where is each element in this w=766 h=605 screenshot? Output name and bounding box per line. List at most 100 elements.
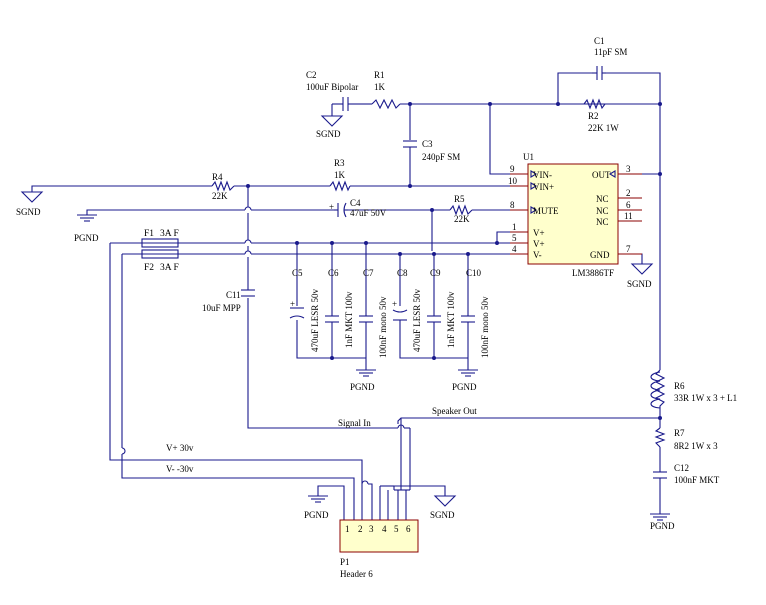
r1-ref: R1 (374, 70, 385, 80)
capacitor-c4 (334, 202, 348, 218)
c5-ref: C5 (292, 268, 303, 278)
u1-pin-vp1-name: V+ (533, 228, 545, 238)
resistor-r2 (583, 98, 606, 110)
c8-ref: C8 (397, 268, 408, 278)
header-pin-4: 4 (382, 524, 387, 534)
vminus-label: V- -30v (166, 464, 194, 474)
c11-value: 10uF MPP (202, 303, 241, 313)
sgnd-label-c2: SGND (316, 129, 341, 139)
u1-pin-vp1-num: 1 (512, 222, 517, 232)
f2-ref: F2 (144, 263, 154, 273)
u1-pin-vin-minus-name: VIN- (533, 170, 552, 180)
p1-ref: P1 (340, 557, 350, 567)
u1-pin-vin-plus-name: VIN+ (533, 182, 554, 192)
u1-pin-mute-name: MUTE (533, 206, 559, 216)
capacitor-c1 (592, 66, 606, 80)
u1-pin-out-name: OUT (592, 170, 611, 180)
resistor-r6-with-inductor (650, 369, 666, 410)
header-pin-2: 2 (358, 524, 363, 534)
header-pin-6: 6 (406, 524, 411, 534)
u1-pin-gnd-name: GND (590, 250, 610, 260)
fuse-f2 (141, 249, 179, 259)
u1-pin-vin-minus-num: 9 (510, 164, 515, 174)
speaker-out-label: Speaker Out (432, 406, 477, 416)
capacitor-c7 (359, 315, 373, 323)
c10-ref: C10 (466, 268, 482, 278)
resistor-r3 (329, 180, 351, 192)
c12-ref: C12 (674, 463, 689, 473)
pgnd-label-header: PGND (304, 510, 329, 520)
u1-pin-mute-num: 8 (510, 200, 515, 210)
c5-plus-sign: + (290, 299, 295, 309)
c9-ref: C9 (430, 268, 441, 278)
header-pin-1: 1 (345, 524, 350, 534)
u1-pin-vm-num: 4 (512, 244, 517, 254)
u1-pin-vin-plus-num: 10 (508, 176, 518, 186)
c8-plus-sign: + (392, 299, 397, 309)
junction-dots (246, 102, 662, 420)
r6-ref: R6 (674, 381, 685, 391)
r5-ref: R5 (454, 194, 465, 204)
c7-ref: C7 (363, 268, 374, 278)
vplus-label: V+ 30v (166, 443, 194, 453)
header-pin-3: 3 (369, 524, 374, 534)
r7-value: 8R2 1W x 3 (674, 441, 718, 451)
header-p1 (339, 519, 419, 553)
c2-ref: C2 (306, 70, 317, 80)
capacitor-c6 (325, 315, 339, 323)
u1-pin-gnd-num: 7 (626, 244, 631, 254)
r6-value: 33R 1W x 3 + L1 (674, 393, 737, 403)
resistor-r5 (449, 204, 473, 216)
capacitor-c8 (392, 309, 408, 321)
c3-value: 240pF SM (422, 152, 460, 162)
c8-value: 470uF LESR 50v (412, 288, 422, 352)
c6-value: 1nF MKT 100v (344, 291, 354, 348)
capacitor-c9 (427, 315, 441, 323)
u1-pin-nc11-name: NC (596, 217, 609, 227)
signal-in-label: Signal In (338, 418, 371, 428)
u1-part: LM3886TF (572, 268, 614, 278)
u1-pin-vm-name: V- (533, 250, 542, 260)
f1-value: 3A F (160, 229, 179, 239)
r4-ref: R4 (212, 172, 223, 182)
resistor-r7 (654, 427, 666, 448)
u1-pin-nc2-name: NC (596, 194, 609, 204)
r2-ref: R2 (588, 111, 599, 121)
r4-value: 22K (212, 191, 228, 201)
sgnd-label-header: SGND (430, 510, 455, 520)
u1-pin-nc2-num: 2 (626, 188, 631, 198)
p1-part: Header 6 (340, 569, 373, 579)
pgnd-label-output: PGND (650, 521, 675, 531)
c4-ref: C4 (350, 198, 361, 208)
c3-ref: C3 (422, 139, 433, 149)
u1-ref: U1 (523, 152, 534, 162)
r3-ref: R3 (334, 158, 345, 168)
c10-value: 100nF mono 50v (480, 296, 490, 358)
capacitor-c2 (338, 97, 358, 111)
c2-value: 100uF Bipolar (306, 82, 358, 92)
u1-pin-vp5-name: V+ (533, 239, 545, 249)
f1-ref: F1 (144, 229, 154, 239)
capacitor-c12 (653, 466, 667, 479)
sgnd-label-left: SGND (16, 207, 41, 217)
pgnd-label-left: PGND (74, 233, 99, 243)
r3-value: 1K (334, 170, 346, 180)
c12-value: 100nF MKT (674, 475, 720, 485)
f2-value: 3A F (160, 263, 179, 273)
pgnd-label-c7: PGND (350, 382, 375, 392)
capacitor-c11 (241, 289, 255, 297)
capacitor-c5 (289, 307, 305, 319)
c7-value: 100nF mono 50v (378, 296, 388, 358)
c1-ref: C1 (594, 36, 605, 46)
c9-value: 1nF MKT 100v (446, 291, 456, 348)
pgnd-label-c10: PGND (452, 382, 477, 392)
c5-value: 470uF LESR 50v (310, 288, 320, 352)
r5-value: 22K (454, 214, 470, 224)
resistor-r1 (371, 98, 401, 110)
r1-value: 1K (374, 82, 386, 92)
sgnd-label-u1: SGND (627, 279, 652, 289)
ic-u1 (510, 163, 642, 265)
u1-pin-out-num: 3 (626, 164, 631, 174)
u1-pin-nc6-num: 6 (626, 200, 631, 210)
